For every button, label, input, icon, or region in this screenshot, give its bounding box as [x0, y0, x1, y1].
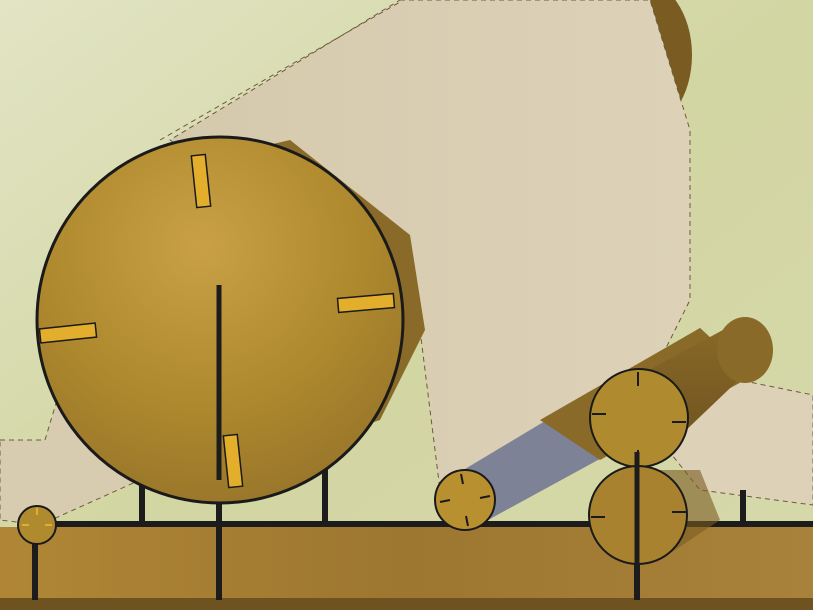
large-drum [35, 135, 405, 505]
drum-tick-left [38, 322, 98, 344]
floor-bottom-edge [0, 598, 813, 610]
drum-tick-top [190, 153, 212, 209]
small-idler-middle [434, 469, 496, 531]
nip-upper-body-end [717, 317, 773, 383]
paper-web [169, 0, 691, 491]
floor [0, 527, 813, 610]
web-edge-dash [159, 1, 401, 141]
small-idler-left [17, 505, 57, 545]
drum-tick-right [336, 292, 396, 314]
drum-tick-bottom [222, 433, 244, 489]
